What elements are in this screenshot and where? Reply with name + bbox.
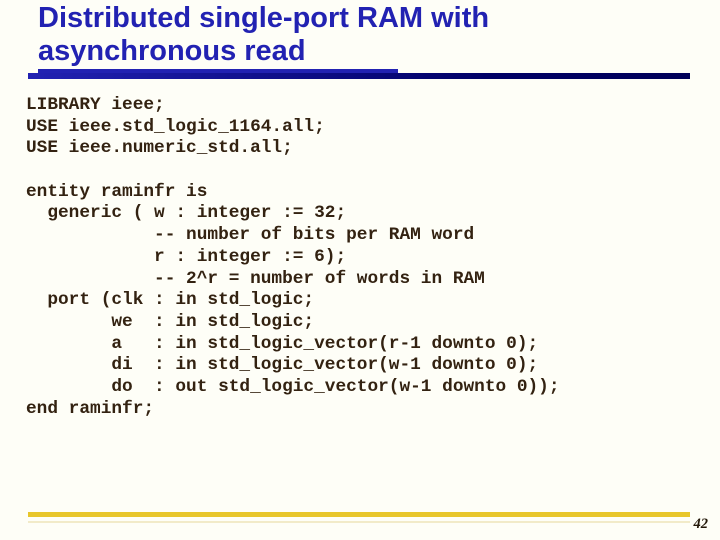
code-line: -- number of bits per RAM word: [26, 225, 475, 246]
code-line: entity raminfr is: [26, 181, 208, 202]
title-line-1: Distributed single-port RAM with: [38, 2, 490, 34]
page-number: 42: [693, 516, 709, 532]
code-line: generic ( w : integer := 32;: [26, 203, 347, 224]
title-line-2: asynchronous read: [38, 37, 398, 73]
code-line: di : in std_logic_vector(w-1 downto 0);: [26, 355, 539, 376]
code-line: [26, 160, 560, 182]
title-line-2-wrap: asynchronous read: [38, 37, 489, 73]
code-line: a : in std_logic_vector(r-1 downto 0);: [26, 333, 539, 354]
code-block: LIBRARY ieee;USE ieee.std_logic_1164.all…: [26, 95, 560, 420]
page-title: Distributed single-port RAM with asynchr…: [38, 0, 489, 73]
code-line: we : in std_logic;: [26, 311, 315, 332]
code-line: USE ieee.numeric_std.all;: [26, 138, 293, 159]
code-line: r : integer := 6);: [26, 246, 347, 267]
footer-rule-gold: [28, 512, 690, 517]
code-line: USE ieee.std_logic_1164.all;: [26, 116, 325, 137]
code-line: port (clk : in std_logic;: [26, 290, 315, 311]
code-line: LIBRARY ieee;: [26, 95, 165, 115]
footer-rule-shadow: [28, 521, 690, 523]
code-line: -- 2^r = number of words in RAM: [26, 268, 485, 289]
code-line: do : out std_logic_vector(w-1 downto 0))…: [26, 376, 560, 397]
title-underline-rule: [28, 73, 690, 79]
code-line: end raminfr;: [26, 398, 155, 419]
